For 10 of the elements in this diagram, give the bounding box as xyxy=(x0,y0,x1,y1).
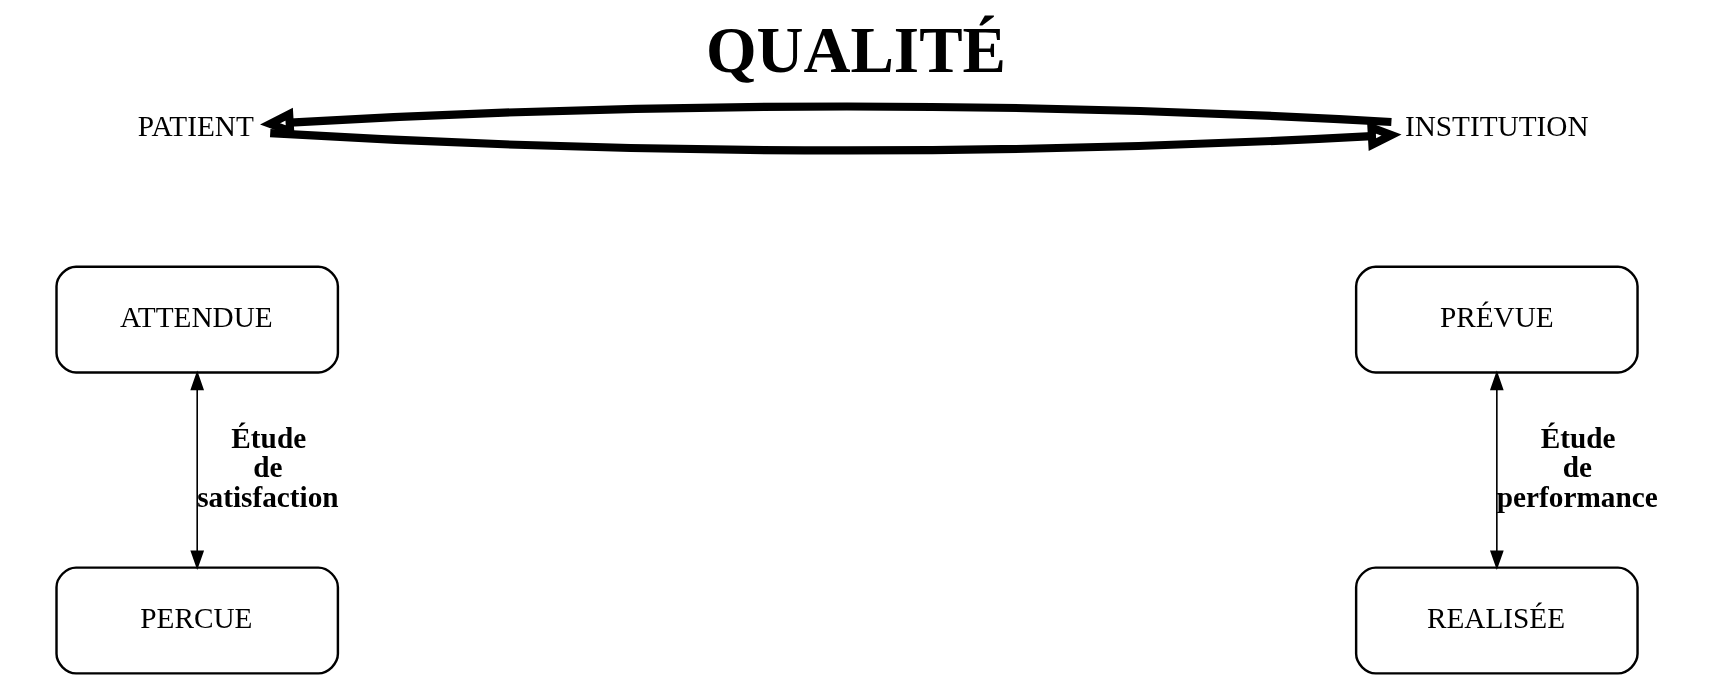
diagram-title: QUALITÉ xyxy=(705,13,1006,86)
node-box: PERCUE xyxy=(54,566,339,675)
arrow xyxy=(1489,370,1504,571)
edge-label: Étude de satisfaction xyxy=(196,421,339,513)
arrow xyxy=(189,370,204,571)
node-text: INSTITUTION xyxy=(1404,109,1589,142)
node-box: REALISÉE xyxy=(1354,566,1639,675)
node-box: ATTENDUE xyxy=(54,265,339,374)
node-box: PRÉVUE xyxy=(1354,265,1639,374)
node-text: PATIENT xyxy=(137,109,254,142)
